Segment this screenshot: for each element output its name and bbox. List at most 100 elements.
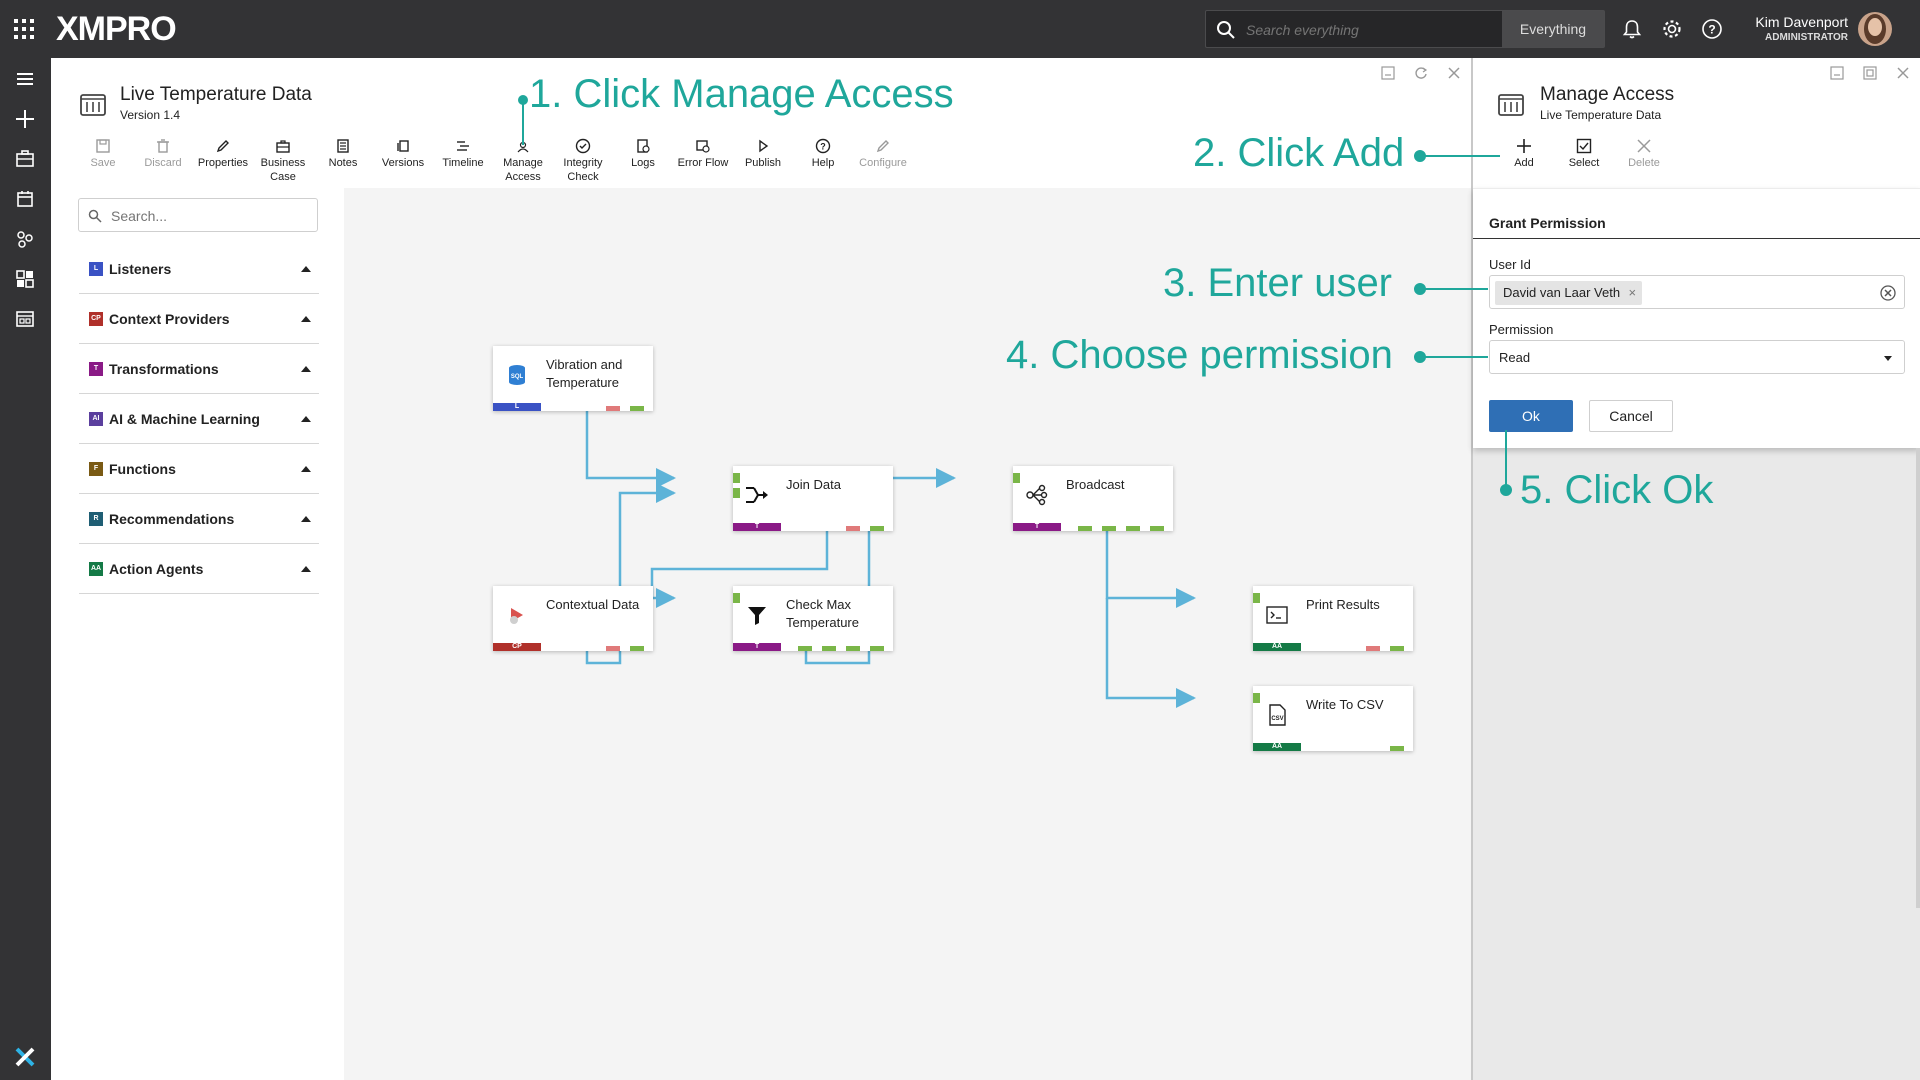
input-pin[interactable] bbox=[733, 488, 740, 498]
category-badge: R bbox=[89, 511, 103, 526]
global-search[interactable]: Everything bbox=[1205, 10, 1605, 48]
output-pin[interactable] bbox=[1078, 526, 1092, 531]
drawer-scrollbar[interactable] bbox=[1916, 448, 1920, 908]
refresh-icon[interactable] bbox=[1414, 66, 1428, 80]
flow-canvas[interactable]: SQL Vibration and Temperature L Contextu… bbox=[344, 188, 1471, 1080]
calendar-icon[interactable] bbox=[12, 186, 38, 212]
collapse-caret-icon[interactable] bbox=[301, 515, 311, 522]
delete-button[interactable]: Delete bbox=[1614, 136, 1674, 170]
help-icon[interactable]: ? bbox=[1701, 18, 1723, 40]
collapse-caret-icon[interactable] bbox=[301, 565, 311, 572]
panels-icon[interactable] bbox=[12, 306, 38, 332]
node-broadcast[interactable]: Broadcast T bbox=[1013, 466, 1173, 531]
node-join-data[interactable]: Join Data T bbox=[733, 466, 893, 531]
output-pin[interactable] bbox=[1126, 526, 1140, 531]
manage-access-button[interactable]: Manage Access bbox=[493, 136, 553, 184]
chevron-down-icon bbox=[1884, 356, 1892, 361]
collapse-caret-icon[interactable] bbox=[301, 365, 311, 372]
svg-text:?: ? bbox=[820, 142, 826, 152]
output-pin[interactable] bbox=[1150, 526, 1164, 531]
output-pin[interactable] bbox=[870, 646, 884, 651]
hamburger-menu-icon[interactable] bbox=[12, 66, 38, 92]
logs-button[interactable]: Logs bbox=[613, 136, 673, 170]
user-id-field[interactable]: David van Laar Veth × bbox=[1489, 275, 1905, 309]
configure-button[interactable]: Configure bbox=[853, 136, 913, 170]
output-pin[interactable] bbox=[1102, 526, 1116, 531]
node-contextual-data[interactable]: Contextual Data CP bbox=[493, 586, 653, 651]
timeline-button[interactable]: Timeline bbox=[433, 136, 493, 170]
collapse-caret-icon[interactable] bbox=[301, 465, 311, 472]
toolbox-search-input[interactable] bbox=[111, 207, 306, 225]
node-write-to-csv[interactable]: CSV Write To CSV AA bbox=[1253, 686, 1413, 751]
clear-circle-icon[interactable] bbox=[1880, 285, 1896, 301]
output-pin-error[interactable] bbox=[846, 526, 860, 531]
input-pin[interactable] bbox=[1253, 693, 1260, 703]
notes-button[interactable]: Notes bbox=[313, 136, 373, 170]
maximize-icon[interactable] bbox=[1863, 66, 1877, 80]
plus-icon[interactable] bbox=[12, 106, 38, 132]
error-flow-button[interactable]: Error Flow bbox=[673, 136, 733, 170]
apps-grid-icon[interactable] bbox=[14, 19, 34, 39]
collapse-caret-icon[interactable] bbox=[301, 315, 311, 322]
gear-icon[interactable] bbox=[1661, 18, 1683, 40]
properties-button[interactable]: Properties bbox=[193, 136, 253, 170]
help-button[interactable]: ? Help bbox=[793, 136, 853, 170]
input-pin[interactable] bbox=[733, 593, 740, 603]
search-scope-dropdown[interactable]: Everything bbox=[1502, 11, 1604, 47]
dashboard-icon[interactable] bbox=[12, 266, 38, 292]
input-pin[interactable] bbox=[733, 473, 740, 483]
svg-text:SQL: SQL bbox=[511, 374, 524, 380]
save-button[interactable]: Save bbox=[73, 136, 133, 170]
output-pin[interactable] bbox=[1390, 746, 1404, 751]
node-vibration-and-temperature[interactable]: SQL Vibration and Temperature L bbox=[493, 346, 653, 411]
versions-button[interactable]: Versions bbox=[373, 136, 433, 170]
avatar[interactable] bbox=[1858, 12, 1892, 46]
collapse-caret-icon[interactable] bbox=[301, 265, 311, 272]
cancel-button[interactable]: Cancel bbox=[1589, 400, 1673, 432]
add-button[interactable]: Add bbox=[1494, 136, 1554, 170]
close-icon[interactable] bbox=[1896, 66, 1910, 80]
output-pin[interactable] bbox=[822, 646, 836, 651]
discard-button[interactable]: Discard bbox=[133, 136, 193, 170]
integrity-check-button[interactable]: Integrity Check bbox=[553, 136, 613, 184]
ok-button[interactable]: Ok bbox=[1489, 400, 1573, 432]
input-pin[interactable] bbox=[1253, 593, 1260, 603]
output-pin[interactable] bbox=[630, 406, 644, 411]
global-search-input[interactable] bbox=[1246, 19, 1496, 41]
business-case-button[interactable]: Business Case bbox=[253, 136, 313, 184]
select-button[interactable]: Select bbox=[1554, 136, 1614, 170]
toolbox-search[interactable] bbox=[78, 198, 318, 232]
network-icon[interactable] bbox=[12, 226, 38, 252]
node-print-results[interactable]: Print Results AA bbox=[1253, 586, 1413, 651]
collapse-caret-icon[interactable] bbox=[301, 415, 311, 422]
output-pin[interactable] bbox=[870, 526, 884, 531]
output-pin[interactable] bbox=[846, 646, 860, 651]
close-icon[interactable] bbox=[1447, 66, 1461, 80]
bell-icon[interactable] bbox=[1621, 18, 1643, 40]
chip-remove-icon[interactable]: × bbox=[1628, 285, 1637, 300]
output-pin[interactable] bbox=[798, 646, 812, 651]
versions-icon bbox=[397, 140, 409, 152]
briefcase-icon[interactable] bbox=[12, 146, 38, 172]
output-pin-error[interactable] bbox=[606, 406, 620, 411]
output-pin[interactable] bbox=[1390, 646, 1404, 651]
brand-logo[interactable]: XMPRO bbox=[56, 10, 177, 48]
user-id-label: User Id bbox=[1489, 257, 1531, 272]
node-check-max-temperature[interactable]: Check Max Temperature T bbox=[733, 586, 893, 651]
output-pin-error[interactable] bbox=[1366, 646, 1380, 651]
publish-button[interactable]: Publish bbox=[733, 136, 793, 170]
minimize-icon[interactable] bbox=[1381, 66, 1395, 80]
permission-select[interactable]: Read bbox=[1489, 340, 1905, 374]
output-pin-error[interactable] bbox=[606, 646, 620, 651]
user-name[interactable]: Kim Davenport bbox=[1755, 14, 1848, 30]
input-pin[interactable] bbox=[1013, 473, 1020, 483]
output-pin[interactable] bbox=[630, 646, 644, 651]
minimize-icon[interactable] bbox=[1830, 66, 1844, 80]
